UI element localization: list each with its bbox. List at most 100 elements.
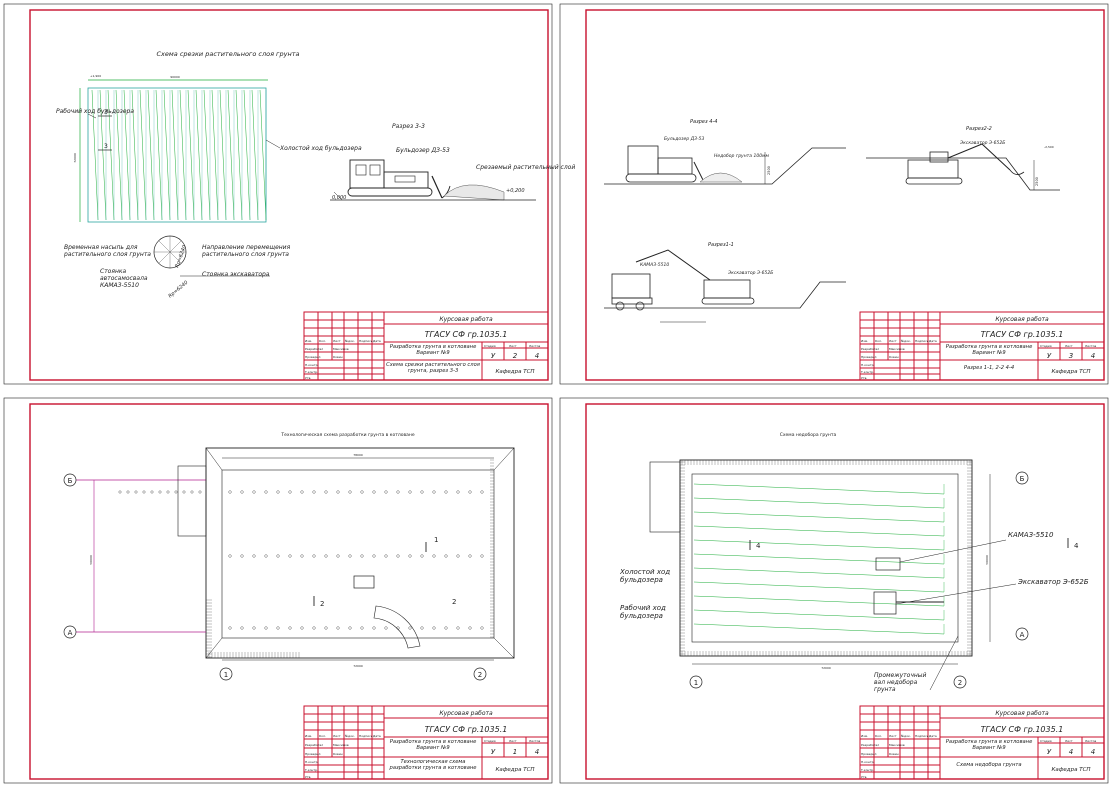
- stamp-stage: У: [1047, 352, 1052, 360]
- stamp-col-kol: Кол.: [319, 734, 326, 738]
- stop-point: [300, 554, 304, 558]
- pass-line: [251, 89, 259, 221]
- stamp-hdr-sheets: Листов: [529, 739, 540, 743]
- stop-point: [198, 490, 202, 494]
- radius-label-1: Rp=6240: [174, 244, 188, 268]
- stamp-col-list: Лист: [889, 734, 897, 738]
- title-block-sheet-4: Изм. Кол. Лист №док. Подпись Дата Разраб…: [859, 705, 1105, 780]
- stop-point: [300, 490, 304, 494]
- stamp-n-control: Н.контр.: [305, 760, 318, 764]
- stop-point: [444, 554, 448, 558]
- stamp-col-list: Лист: [333, 339, 341, 343]
- stamp-hdr-sheet: Лист: [509, 344, 517, 348]
- sheet-frame-top-left: [3, 3, 553, 385]
- axis-b-label: Б: [68, 477, 73, 485]
- slope-ticks: [205, 459, 494, 658]
- section-4-4-dozer-drawing: [625, 145, 705, 183]
- shortfall-pass: [693, 595, 945, 607]
- stop-point: [264, 554, 268, 558]
- pass-line: [147, 89, 155, 221]
- stop-point: [276, 626, 280, 630]
- stamp-topic: Разработка грунта в котловане Вариант №9: [945, 739, 1033, 751]
- radius-label-2: Rp=6240: [167, 280, 189, 300]
- stamp-sheets-total: 4: [535, 352, 539, 360]
- stamp-col-date: Дата: [373, 339, 381, 343]
- stop-point: [240, 626, 244, 630]
- stop-point: [348, 554, 352, 558]
- stop-point: [420, 490, 424, 494]
- sheet-sections: Разрез 4-4 Бульдозер ДЗ-53 Недобор грунт…: [604, 119, 1060, 323]
- shortfall-pass: [693, 497, 945, 509]
- pass-line: [107, 89, 115, 221]
- stop-point: [408, 626, 412, 630]
- stamp-sheet-title: Схема недобора грунта: [956, 762, 1022, 768]
- axis-2-label: 2: [478, 671, 482, 679]
- stamp-col-kol: Кол.: [875, 734, 882, 738]
- shortfall-pass: [693, 511, 945, 523]
- shortfall-title: Схема недобора грунта: [780, 432, 837, 438]
- stamp-topic-box: Разработка грунта в котловане Вариант №9: [945, 739, 1033, 751]
- dim-bottom: 72000: [353, 664, 363, 668]
- s4-excavator-icon: [873, 591, 897, 615]
- stop-point: [468, 554, 472, 558]
- dozer-passes: [91, 89, 267, 221]
- stamp-group: ТГАСУ СФ гр.1035.1: [425, 725, 508, 734]
- stamp-hdr-sheets: Листов: [1085, 344, 1096, 348]
- stamp-checker: Проверил: [861, 355, 876, 359]
- stamp-hdr-sheet: Лист: [1065, 739, 1073, 743]
- sheet-frame-bottom-right: [559, 397, 1109, 784]
- bulldozer-drawing: [347, 159, 451, 199]
- stamp-hdr-stage: Стадия: [1040, 344, 1052, 348]
- truck-stop-label: Стоянка автосамосвала КАМАЗ-5510: [100, 268, 148, 289]
- shortfall-pass: [693, 483, 945, 495]
- title-block-sheet-1: Изм. Кол. Лист №док. Подпись Дата Разраб…: [303, 705, 549, 780]
- stamp-approved: Утв.: [305, 376, 311, 380]
- shortfall-pass: [693, 539, 945, 551]
- stop-point: [348, 490, 352, 494]
- stop-point: [288, 490, 292, 494]
- s4-axis-a-label: А: [1020, 631, 1025, 639]
- section-4-4-ground: [604, 147, 846, 185]
- s4-truck-icon: [875, 557, 901, 571]
- stamp-course: Курсовая работа: [439, 710, 493, 717]
- stop-point: [360, 490, 364, 494]
- section-1-1-excavator-drawing: [635, 249, 755, 305]
- pass-line: [123, 89, 131, 221]
- stamp-col-date: Дата: [373, 734, 381, 738]
- stamp-sheet-title-box: Схема недобора грунта: [956, 762, 1022, 768]
- stamp-col-kol: Кол.: [875, 339, 882, 343]
- sheet-frame-bottom-left: [3, 397, 553, 784]
- topsoil-dim-left: 72000: [73, 153, 77, 163]
- stamp-t-control: Т.контр.: [304, 768, 318, 772]
- s4-work-label-box: Рабочий ход бульдозера: [620, 604, 666, 620]
- s4-axis-1-label: 1: [694, 679, 698, 687]
- section-1-1-truck-drawing: [611, 273, 653, 311]
- stop-point: [312, 490, 316, 494]
- stop-point: [252, 490, 256, 494]
- stop-point: [432, 490, 436, 494]
- topsoil-elevation: +1,900: [90, 74, 101, 78]
- stop-point: [276, 490, 280, 494]
- pass-line: [99, 89, 107, 221]
- excavator-swing-arc: [373, 605, 421, 649]
- stop-point: [118, 490, 122, 494]
- embankment-label: Временная насыпь для растительного слоя …: [64, 244, 151, 258]
- stop-point: [228, 626, 232, 630]
- work-stroke-label: Рабочий ход бульдозера: [56, 108, 134, 115]
- section-1-1-title: Разрез1-1: [708, 242, 734, 248]
- section-2-2-excavator: Экскаватор Э-652Б: [959, 140, 1005, 146]
- stamp-developer-name: Максимов: [333, 743, 349, 747]
- stamp-sheets-total: 4: [1091, 748, 1095, 756]
- stamp-col-sign: Подпись: [915, 734, 929, 738]
- axis-1-label: 1: [224, 671, 228, 679]
- stamp-course: Курсовая работа: [439, 316, 493, 323]
- stamp-checker: Проверил: [305, 752, 320, 756]
- stop-point: [158, 490, 162, 494]
- pit-bottom: [221, 469, 495, 639]
- entrance-ramp: [177, 465, 207, 537]
- s4-idle-label: Холостой ход бульдозера: [620, 568, 671, 584]
- stamp-col-doc: №док.: [345, 339, 355, 343]
- s4-berm-label: Промежуточный вал недобора грунта: [874, 672, 927, 693]
- stop-point: [264, 626, 268, 630]
- stop-point: [134, 490, 138, 494]
